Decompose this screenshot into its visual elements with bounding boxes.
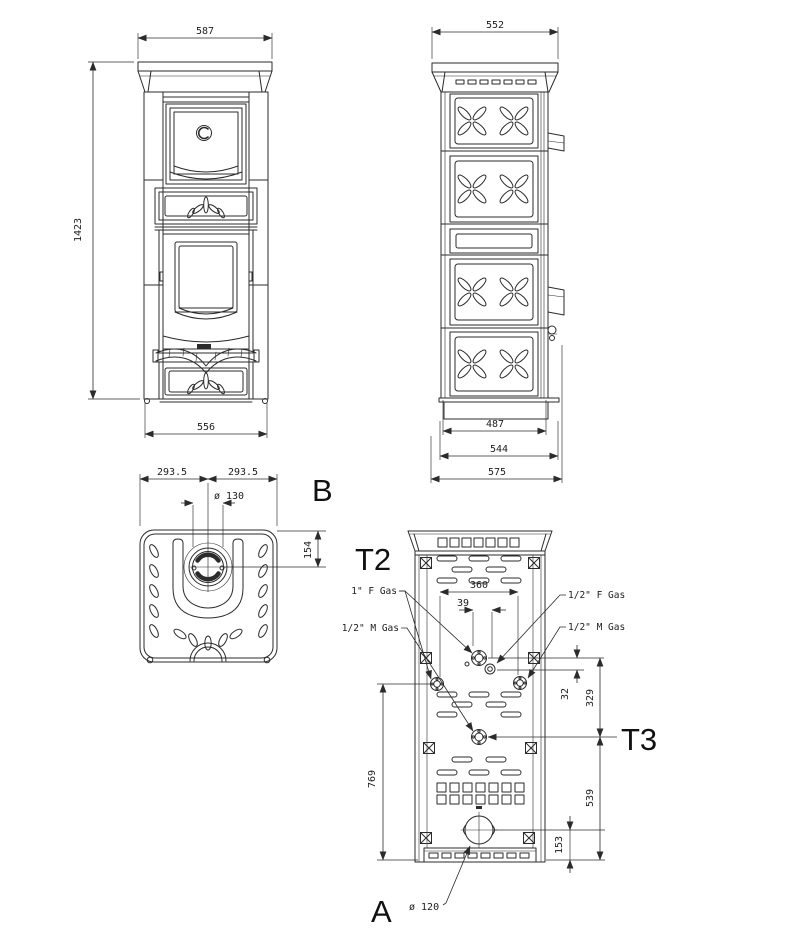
front-upper-door	[165, 103, 247, 185]
rear-vent-slots-middle	[436, 691, 522, 718]
rear-span-dim: 360	[470, 580, 488, 591]
rear-connection-labels: 1" F Gas 1/2" M Gas 1/2" F Gas 1/2" M Ga…	[342, 586, 625, 732]
door-knob-icon	[196, 125, 212, 141]
side-panel-4	[449, 331, 539, 397]
side-stove-outline	[431, 62, 565, 420]
flue-collar	[183, 542, 233, 592]
gas-half-m-left-label: 1/2" M Gas	[342, 623, 399, 634]
side-top-width-dim: 552	[486, 20, 504, 31]
door-handle	[197, 344, 211, 349]
rear-lower-height-dim: 539	[585, 789, 596, 807]
rear-dimensions: 360 39 32 329 539 153 769	[367, 580, 617, 873]
gas-half-m-right-label: 1/2" M Gas	[568, 622, 625, 633]
front-middle-drawer	[154, 187, 258, 225]
rear-view-label: T2	[355, 542, 391, 577]
rear-flue-height-dim: 153	[554, 836, 565, 854]
front-ash-lip	[152, 347, 260, 374]
top-flue-diameter-dim: ø 130	[214, 491, 244, 502]
rear-view: 360 39 32 329 539 153 769	[342, 530, 657, 929]
rear-flue-diameter-dim: ø 120	[409, 902, 439, 913]
top-flue-offset-dim: 154	[303, 541, 314, 559]
rear-vent-slots-lower	[436, 756, 522, 776]
top-half-right-dim: 293.5	[228, 467, 258, 478]
rear-side-height-dim: 769	[367, 770, 378, 788]
side-panel-3	[449, 258, 539, 326]
rear-t3-height-dim: 329	[585, 689, 596, 707]
top-view: 293.5 293.5 ø 130 154 B	[139, 467, 333, 664]
rear-square-vent-grid	[436, 782, 525, 809]
front-height-dim: 1423	[73, 218, 84, 242]
rear-offset-dim: 39	[457, 598, 469, 609]
rear-flue-callout: ø 120	[409, 845, 471, 913]
rear-vent-slots-upper	[436, 555, 522, 584]
front-dimensions: 587 1423 556	[73, 26, 273, 438]
top-half-left-dim: 293.5	[157, 467, 187, 478]
horseshoe-ornament	[172, 538, 244, 619]
rear-t3-label: T3	[621, 722, 657, 757]
side-dimensions: 552 487 544 575	[430, 20, 563, 483]
side-total-depth-dim: 575	[488, 467, 506, 478]
side-body-depth-dim: 487	[486, 419, 504, 430]
front-stove-outline	[137, 61, 273, 404]
rear-stove-outline	[407, 530, 553, 863]
side-panel-1	[449, 93, 539, 149]
rear-base-slots	[428, 852, 530, 859]
side-panel-2	[449, 155, 539, 223]
top-plate-outline	[139, 529, 278, 664]
vent-leaves-left	[149, 544, 159, 638]
gas-1in-f-label: 1" F Gas	[351, 586, 397, 597]
front-view: 587 1423 556	[73, 26, 273, 438]
rear-gap-dim: 32	[560, 688, 571, 700]
side-plain-band	[449, 228, 539, 254]
front-bottom-width-dim: 556	[197, 422, 215, 433]
side-base-depth-dim: 544	[490, 444, 508, 455]
rear-a-label: A	[371, 894, 392, 929]
vent-leaves-right	[258, 544, 268, 638]
front-lower-door	[158, 229, 254, 354]
front-top-width-dim: 587	[196, 26, 214, 37]
side-door-hinges	[547, 132, 565, 341]
side-view: 552 487 544 575	[430, 20, 565, 483]
top-view-label: B	[312, 473, 333, 508]
rear-pipe-fittings	[430, 650, 527, 745]
top-dimensions: 293.5 293.5 ø 130 154	[139, 467, 326, 592]
front-bottom-drawer	[158, 361, 254, 400]
gas-half-f-label: 1/2" F Gas	[568, 590, 625, 601]
rear-flue-hole	[460, 811, 498, 849]
